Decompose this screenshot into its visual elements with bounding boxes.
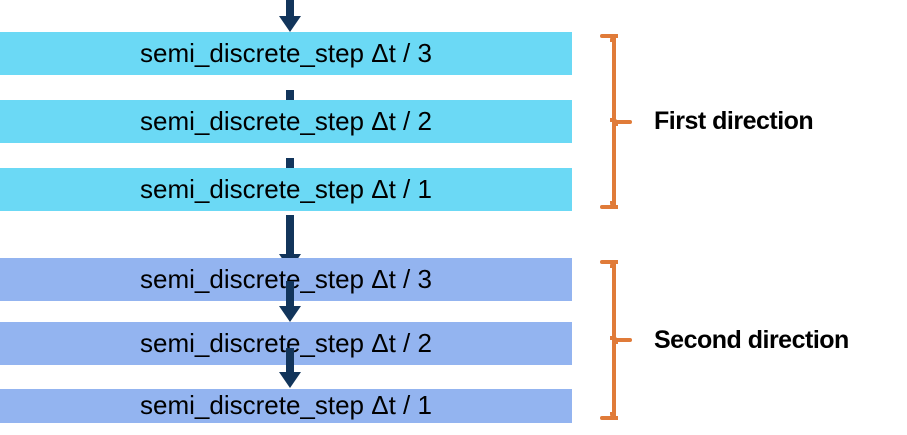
group-bracket-first-direction xyxy=(600,32,632,211)
bracket-corner-top xyxy=(610,34,618,42)
step-box-first-direction-3[interactable]: semi_discrete_step Δt / 3 xyxy=(0,32,572,75)
bracket-arm-bottom xyxy=(600,205,617,209)
bracket-center-tick xyxy=(614,119,632,124)
bracket-arm-top xyxy=(600,260,617,264)
bracket-corner-top xyxy=(610,260,618,268)
step-box-label: semi_discrete_step Δt / 1 xyxy=(140,173,432,204)
step-box-second-direction-1[interactable]: semi_discrete_step Δt / 1 xyxy=(0,389,572,423)
step-box-first-direction-2[interactable]: semi_discrete_step Δt / 2 xyxy=(0,100,572,143)
step-box-first-direction-1[interactable]: semi_discrete_step Δt / 1 xyxy=(0,168,572,211)
group-caption-second-direction: Second direction xyxy=(654,326,849,354)
bracket-center-tick xyxy=(614,338,632,342)
flow-arrow-second-2-to-1 xyxy=(286,348,294,373)
group-caption-first-direction: First direction xyxy=(654,107,814,135)
bracket-arm-top xyxy=(600,34,617,38)
step-box-label: semi_discrete_step Δt / 3 xyxy=(140,37,432,68)
bracket-corner-bottom xyxy=(610,201,618,209)
bracket-center-nub xyxy=(610,117,618,126)
bracket-center-nub xyxy=(610,336,618,344)
group-bracket-second-direction xyxy=(600,258,632,422)
step-box-label: semi_discrete_step Δt / 2 xyxy=(140,105,432,136)
bracket-corner-bottom xyxy=(610,412,618,420)
step-box-label: semi_discrete_step Δt / 1 xyxy=(140,390,432,420)
bracket-arm-bottom xyxy=(600,416,617,420)
flow-arrow-entry xyxy=(286,0,294,17)
flow-arrow-second-3-to-2 xyxy=(286,281,294,307)
flow-arrow-between-directions xyxy=(286,215,294,255)
